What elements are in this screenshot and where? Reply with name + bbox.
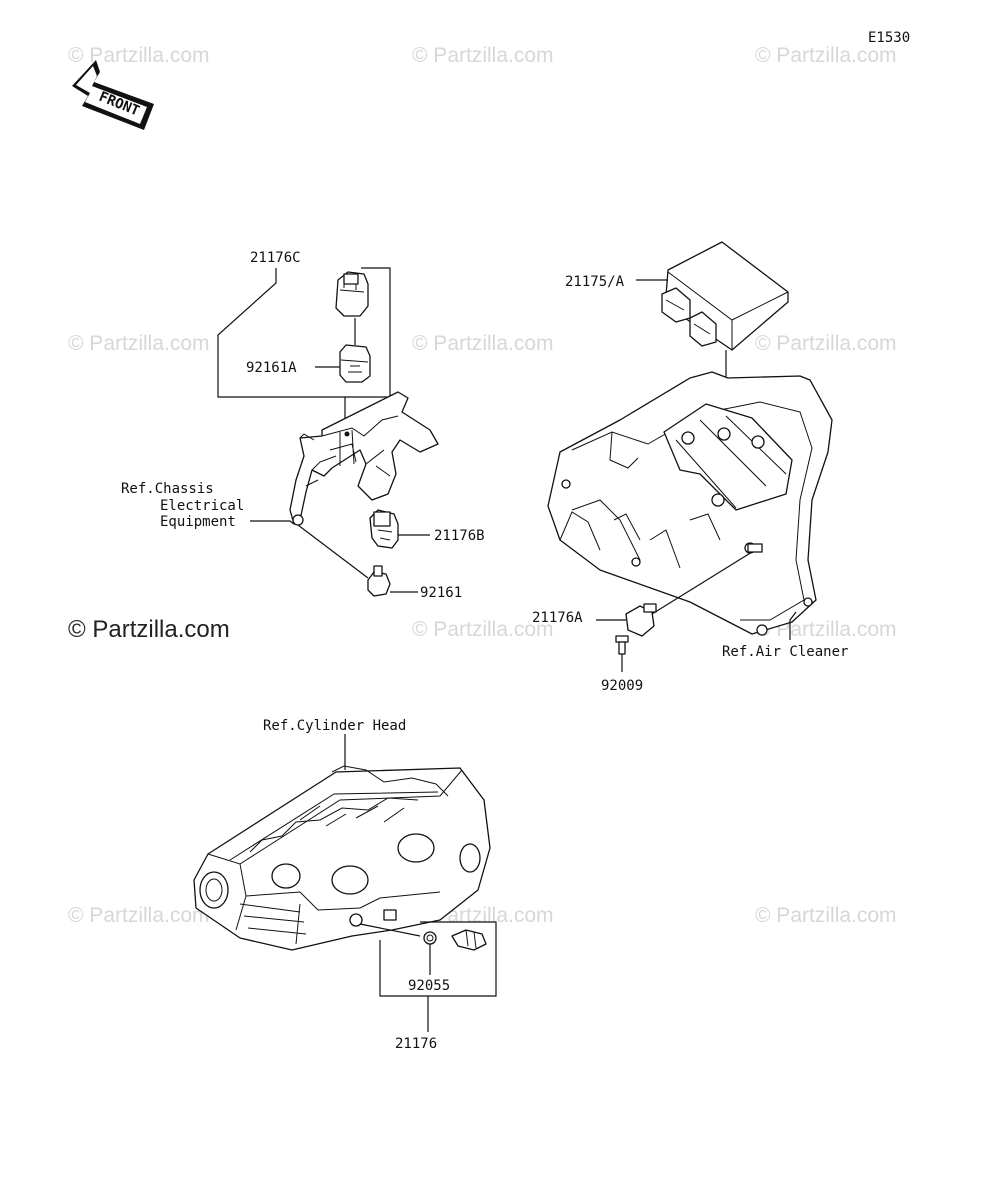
part-label-21176b: 21176B bbox=[434, 528, 485, 544]
relay-assembly bbox=[217, 267, 439, 597]
watermark: © Partzilla.com bbox=[412, 618, 554, 641]
ecu-part bbox=[661, 241, 789, 351]
watermark: © Partzilla.com bbox=[412, 332, 554, 355]
watermark: © Partzilla.com bbox=[68, 904, 210, 927]
ref-label-cylinder-head: Ref.Cylinder Head bbox=[263, 718, 406, 734]
front-arrow-icon: FRONT bbox=[72, 60, 154, 130]
part-label-92161: 92161 bbox=[420, 585, 462, 601]
relay-part bbox=[339, 344, 371, 383]
watermark: © Partzilla.com bbox=[755, 904, 897, 927]
sensor-21176a-part bbox=[625, 603, 657, 637]
watermark: © Partzilla.com bbox=[755, 332, 897, 355]
watermark: © Partzilla.com bbox=[412, 44, 554, 67]
cylinder-head-assembly bbox=[193, 734, 497, 1032]
relay-connector-part bbox=[335, 271, 369, 317]
sensor-21176-part bbox=[451, 929, 487, 951]
grommet-part bbox=[367, 565, 391, 597]
washer-part bbox=[423, 931, 437, 945]
part-label-92055: 92055 bbox=[408, 978, 450, 994]
diagram-code: E1530 bbox=[868, 30, 910, 46]
ref-label-chassis: Ref.Chassis bbox=[121, 481, 214, 497]
part-label-21176c: 21176C bbox=[250, 250, 301, 266]
watermark: © Partzilla.com bbox=[68, 332, 210, 355]
screw-part bbox=[615, 635, 629, 655]
part-label-92009: 92009 bbox=[601, 678, 643, 694]
sensor-21176b-part bbox=[369, 509, 399, 549]
mounting-bracket-part bbox=[289, 391, 439, 526]
part-label-92161a: 92161A bbox=[246, 360, 297, 376]
ref-label-electrical: Electrical bbox=[160, 498, 244, 514]
watermark: © Partzilla.com bbox=[68, 44, 210, 67]
cylinder-head-part bbox=[193, 765, 491, 951]
watermark: © Partzilla.com bbox=[755, 44, 897, 67]
part-label-21176: 21176 bbox=[395, 1036, 437, 1052]
ref-label-equipment: Equipment bbox=[160, 514, 236, 530]
main-watermark: © Partzilla.com bbox=[68, 616, 230, 643]
ecu-assembly bbox=[547, 241, 833, 672]
air-cleaner-housing-part bbox=[547, 371, 833, 636]
part-label-21176a: 21176A bbox=[532, 610, 583, 626]
ref-label-air-cleaner: Ref.Air Cleaner bbox=[722, 644, 848, 660]
part-label-21175a: 21175/A bbox=[565, 274, 625, 290]
